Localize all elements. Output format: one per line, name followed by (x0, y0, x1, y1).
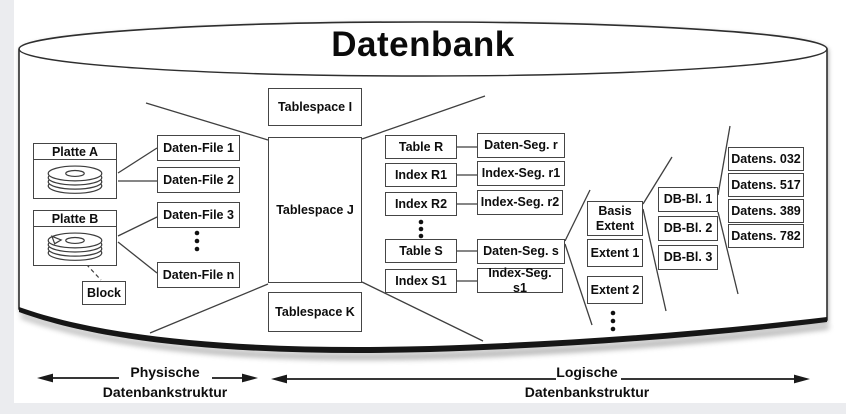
cylinder-bottom-rim (19, 307, 827, 353)
cylinder-top-ellipse-lower-arc (18, 48, 828, 77)
page-bottom-margin (0, 403, 846, 414)
logical-structure-line1: Logische (556, 364, 618, 380)
physical-structure-line2: Datenbankstruktur (102, 383, 228, 400)
db-block-2-box: DB-Bl. 2 (658, 216, 718, 241)
extent-1-box: Extent 1 (587, 239, 643, 267)
cylinder-bottom-shadow (21, 314, 829, 360)
daten-file-n-box: Daten-File n (157, 262, 240, 288)
index-seg-r2-box: Index-Seg. r2 (477, 190, 563, 215)
index-r1-box: Index R1 (385, 163, 457, 187)
physical-span-arrow (37, 373, 258, 383)
db-block-3-box: DB-Bl. 3 (658, 245, 718, 270)
basis-extent-box: Basis Extent (587, 201, 643, 236)
block-marker-icon (50, 235, 63, 245)
tablespace-j-box: Tablespace J (268, 137, 362, 283)
logical-structure-label: Logische Datenbankstruktur (507, 363, 667, 402)
physical-structure-line1: Physische (130, 364, 200, 380)
logical-span-arrow (271, 374, 810, 384)
table-s-box: Table S (385, 239, 457, 263)
disk-platte-b-label: Platte B (34, 211, 116, 227)
disk-platte-a-label: Platte A (34, 144, 116, 160)
record-032-box: Datens. 032 (728, 147, 804, 171)
block-box: Block (82, 281, 126, 305)
ellipsis-dots (194, 219, 616, 332)
record-517-box: Datens. 517 (728, 173, 804, 197)
daten-file-2-box: Daten-File 2 (157, 167, 240, 193)
connector-lines (117, 95, 739, 342)
extent-2-box: Extent 2 (587, 276, 643, 304)
tablespace-k-box: Tablespace K (268, 292, 362, 332)
daten-file-3-box: Daten-File 3 (157, 202, 240, 228)
record-782-box: Datens. 782 (728, 224, 804, 248)
index-r2-box: Index R2 (385, 192, 457, 216)
page-left-margin (0, 0, 14, 414)
index-seg-r1-box: Index-Seg. r1 (477, 161, 565, 186)
disk-platte-b: Platte B (33, 210, 117, 266)
physical-structure-label: Physische Datenbankstruktur (85, 363, 245, 402)
index-seg-s1-box: Index-Seg. s1 (477, 266, 563, 295)
index-s1-box: Index S1 (385, 269, 457, 293)
record-389-box: Datens. 389 (728, 199, 804, 223)
disk-icon (47, 232, 103, 261)
daten-seg-r-box: Daten-Seg. r (477, 133, 565, 158)
logical-structure-line2: Datenbankstruktur (524, 383, 650, 400)
tablespace-i-box: Tablespace I (268, 88, 362, 126)
diagram-title: Datenbank (331, 25, 515, 64)
daten-file-1-box: Daten-File 1 (157, 135, 240, 161)
db-block-1-box: DB-Bl. 1 (658, 187, 718, 212)
disk-icon (47, 165, 103, 194)
table-r-box: Table R (385, 135, 457, 159)
daten-seg-s-box: Daten-Seg. s (477, 239, 565, 264)
disk-platte-a: Platte A (33, 143, 117, 199)
